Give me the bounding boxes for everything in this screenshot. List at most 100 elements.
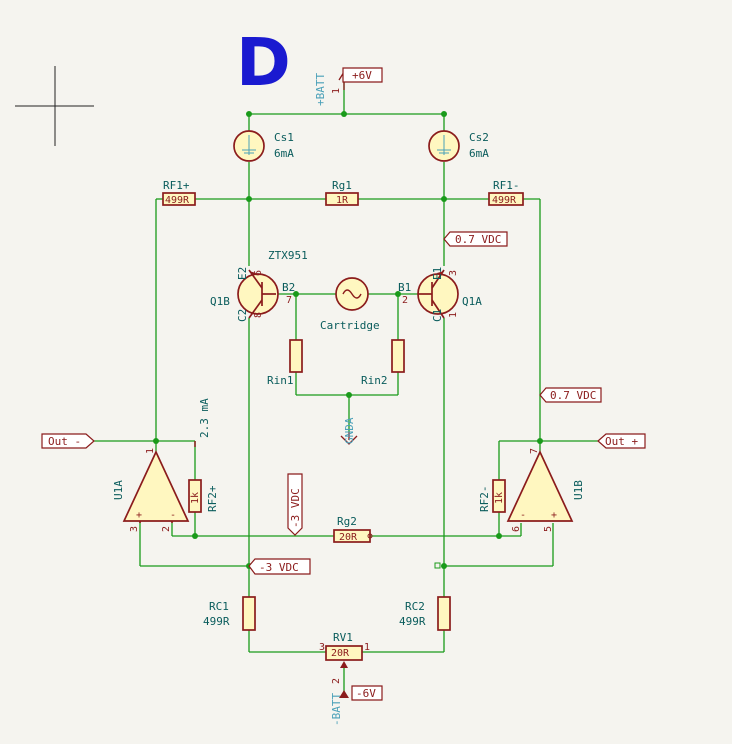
rv1-pin3: 3 xyxy=(319,642,325,653)
rin1-ref: Rin1 xyxy=(267,374,294,387)
resistor-rf2-minus: 1k RF2- xyxy=(478,479,506,513)
u1a-pin3: 3 xyxy=(129,526,140,532)
rc1-ref: RC1 xyxy=(209,600,229,613)
u1a-ref: U1A xyxy=(112,480,125,500)
vdc-m3-vert-text: -3 VDC xyxy=(289,488,302,528)
resistor-rf1-minus: RF1- 499R xyxy=(488,179,524,206)
label-07vdc-top: 0.7 VDC xyxy=(443,231,508,247)
batt-plus-pin: 1 xyxy=(331,88,342,94)
plus6v-label: +6V xyxy=(352,69,372,82)
rin2-ref: Rin2 xyxy=(361,374,388,387)
label-out-minus: Out - xyxy=(41,433,95,449)
rf1p-ref: RF1+ xyxy=(163,179,190,192)
e2-pin: 6 xyxy=(253,270,264,276)
b1-pin: 2 xyxy=(402,295,408,306)
label-m3vdc: -3 VDC xyxy=(248,558,311,575)
resistor-rc1: RC1 499R xyxy=(203,596,256,631)
rf2m-value: 1k xyxy=(494,492,505,504)
u1a-minus: - xyxy=(170,510,176,521)
opamp-u1a: + - 1 3 2 U1A xyxy=(112,448,190,532)
rc2-value: 499R xyxy=(399,615,426,628)
wires xyxy=(94,74,598,692)
b1-label: B1 xyxy=(398,281,411,294)
current-source-cs2: Cs2 6mA xyxy=(428,130,489,162)
rf1m-value: 499R xyxy=(492,195,517,206)
rf2m-ref: RF2- xyxy=(478,486,491,513)
c2-pin: 8 xyxy=(253,312,264,318)
resistor-rin1: Rin1 xyxy=(267,339,303,387)
rv1-pin1: 1 xyxy=(364,642,370,653)
vdc-m3-text: -3 VDC xyxy=(259,561,299,574)
transistor-q1b: ZTX951 Q1B B2 7 E2 6 C2 8 xyxy=(210,249,308,322)
out-plus-text: Out + xyxy=(605,435,638,448)
rg2-value: 20R xyxy=(339,532,358,543)
cs1-ref: Cs1 xyxy=(274,131,294,144)
rg1-ref: Rg1 xyxy=(332,179,352,192)
b2-label: B2 xyxy=(282,281,295,294)
resistor-rc2: RC2 499R xyxy=(399,596,451,631)
rf1p-value: 499R xyxy=(165,195,190,206)
cartridge-source: Cartridge xyxy=(320,277,380,332)
u1a-plus: + xyxy=(136,510,142,521)
rv1-ref: RV1 xyxy=(333,631,353,644)
rc2-ref: RC2 xyxy=(405,600,425,613)
gnda-symbol: GNDA xyxy=(340,417,358,445)
rf2p-ref: RF2+ xyxy=(206,485,219,512)
transistor-q1a: Q1A B1 2 E1 3 C1 1 xyxy=(398,267,482,322)
rv1-wiper-pin: 2 xyxy=(331,678,342,684)
u1b-pin5: 5 xyxy=(543,526,554,532)
rf1m-ref: RF1- xyxy=(493,179,520,192)
minus6v-label: -6V xyxy=(356,687,376,700)
batt-minus-label: -BATT xyxy=(330,693,343,726)
resistor-rg1: Rg1 1R xyxy=(325,179,359,206)
sheet-letter: D xyxy=(236,24,291,101)
u1a-pin1: 1 xyxy=(145,448,156,454)
e2-label: E2 xyxy=(236,267,249,280)
rc1-value: 499R xyxy=(203,615,230,628)
label-m3vdc-vertical: -3 VDC xyxy=(287,473,303,536)
current-annotation: 2.3 mA xyxy=(194,398,211,447)
c1-pin: 1 xyxy=(448,312,459,318)
u1b-minus: - xyxy=(520,510,526,521)
rg1-value: 1R xyxy=(336,195,349,206)
rv1-value: 20R xyxy=(331,648,350,659)
rg2-ref: Rg2 xyxy=(337,515,357,528)
resistor-rf1-plus: RF1+ 499R xyxy=(162,179,196,206)
e1-label: E1 xyxy=(431,267,444,280)
e1-pin: 3 xyxy=(448,270,459,276)
c1-label: C1 xyxy=(431,309,444,322)
vdc-07-right-text: 0.7 VDC xyxy=(550,389,596,402)
potentiometer-rv1: RV1 20R 3 1 xyxy=(319,631,370,668)
resistor-rf2-plus: 1k RF2+ xyxy=(188,479,219,513)
batt-plus-label: +BATT xyxy=(314,73,327,106)
q1a-ref: Q1A xyxy=(462,295,482,308)
power-minus6v: -6V -BATT 2 xyxy=(330,678,383,726)
q1b-ref: Q1B xyxy=(210,295,230,308)
label-out-plus: Out + xyxy=(597,433,646,449)
vdc-07-top-text: 0.7 VDC xyxy=(455,233,501,246)
gnda-label: GNDA xyxy=(343,417,356,444)
opamp-u1b: - + 7 6 5 U1B xyxy=(506,448,585,532)
cs2-ref: Cs2 xyxy=(469,131,489,144)
crosshair-marker xyxy=(15,66,94,146)
b2-pin: 7 xyxy=(286,295,292,306)
current-text: 2.3 mA xyxy=(198,398,211,438)
out-minus-text: Out - xyxy=(48,435,81,448)
cartridge-label: Cartridge xyxy=(320,319,380,332)
cs1-value: 6mA xyxy=(274,147,294,160)
u1b-pin6: 6 xyxy=(511,526,522,532)
resistor-rg2: Rg2 20R xyxy=(333,515,373,543)
rf2p-value: 1k xyxy=(190,492,201,504)
c2-label: C2 xyxy=(236,309,249,322)
resistor-rin2: Rin2 xyxy=(361,339,405,387)
u1b-plus: + xyxy=(551,510,557,521)
u1b-ref: U1B xyxy=(572,480,585,500)
u1b-pin7: 7 xyxy=(529,448,540,454)
label-07vdc-right: 0.7 VDC xyxy=(539,387,602,403)
current-source-cs1: Cs1 6mA xyxy=(233,130,294,162)
power-plus6v: +6V +BATT 1 xyxy=(314,67,383,106)
ztx-part: ZTX951 xyxy=(268,249,308,262)
cs2-value: 6mA xyxy=(469,147,489,160)
u1a-pin2: 2 xyxy=(161,526,172,532)
